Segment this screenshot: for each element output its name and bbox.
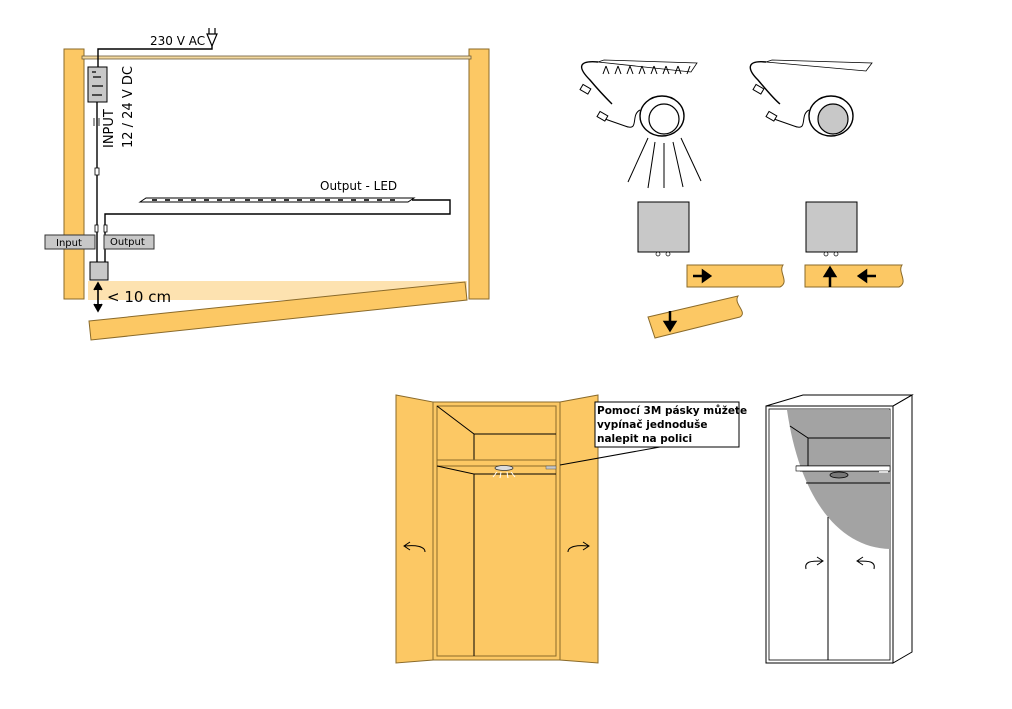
led-chips <box>152 199 395 201</box>
distance-label: < 10 cm <box>107 288 171 306</box>
puck-lens-lit <box>648 103 680 135</box>
strip-light-rays <box>602 65 691 75</box>
plug-icon <box>206 28 218 48</box>
right-door <box>559 394 599 664</box>
upper-compartment <box>436 405 556 460</box>
power-driver <box>87 66 108 103</box>
arrow-down-icon <box>662 311 678 333</box>
puck-light <box>494 465 514 471</box>
puck-light <box>829 471 849 479</box>
light-rays <box>492 471 516 479</box>
door-sensor <box>89 261 109 281</box>
open-arrow-left-icon <box>403 541 426 553</box>
mains-label: 230 V AC <box>150 34 205 48</box>
puck-cable-off <box>773 109 810 128</box>
voltage-label: 12 / 24 V DC <box>121 66 136 148</box>
wardrobe-interior <box>436 405 557 657</box>
door-sensor-on-shelf <box>545 465 557 470</box>
puck-cable <box>604 109 641 128</box>
left-cabinet-side <box>63 48 85 300</box>
closed-wardrobe <box>765 394 914 664</box>
board-tilted <box>647 295 743 339</box>
door-sensor <box>879 471 888 473</box>
cable-connector <box>94 167 100 176</box>
wardrobe-side <box>892 394 913 664</box>
input-tag <box>44 234 96 250</box>
interior-shelf-lines <box>789 425 891 484</box>
sensor-box-right <box>805 201 858 253</box>
callout-box <box>594 401 740 448</box>
callout-line-1: Pomocí 3M pásky můžete <box>597 404 747 417</box>
output-connector <box>103 224 108 233</box>
led-strip-on <box>597 59 698 73</box>
arrow-up-icon <box>822 265 838 287</box>
sensor-modes <box>579 59 904 339</box>
strip-plug <box>579 83 592 95</box>
led-output-label: Output - LED <box>320 179 397 193</box>
board-right <box>804 264 904 288</box>
open-arrow-right-icon <box>567 541 590 553</box>
puck-light-rays <box>627 137 702 189</box>
dc-symbol-icon <box>93 118 100 126</box>
input-tag-label: Input <box>56 238 82 249</box>
close-arrow-left-icon <box>856 556 875 570</box>
puck-plug <box>596 110 609 122</box>
arrow-left-icon <box>856 268 876 284</box>
right-cabinet-side <box>468 48 490 300</box>
led-strip-off <box>765 59 873 72</box>
strip-cable-off <box>749 61 781 105</box>
led-cable <box>104 199 451 225</box>
wiring-diagram: 230 V AC INPUT 12 / 24 V DC Output - LED… <box>44 28 490 341</box>
arrow-right-icon <box>693 268 713 284</box>
lower-compartment <box>436 465 556 656</box>
callout-line-2: vypínač jednoduše <box>597 419 708 431</box>
sensor-box-left <box>637 201 690 253</box>
input-vertical-label: INPUT <box>102 109 117 148</box>
strip-plug-off <box>752 83 765 95</box>
callout-line-3: nalepit na polici <box>597 433 692 445</box>
opening-door <box>88 281 468 341</box>
top-rail <box>81 55 472 60</box>
board-slide-in <box>686 264 785 288</box>
shelf <box>436 459 557 467</box>
strip-cable <box>580 61 613 105</box>
close-arrow-right-icon <box>805 556 824 570</box>
input-connector <box>94 224 99 233</box>
output-tag <box>103 234 155 250</box>
open-wardrobe: Pomocí 3M pásky můžete vypínač jednoduše… <box>395 394 747 664</box>
puck-plug-off <box>765 110 778 122</box>
left-door <box>395 394 434 664</box>
driver-markings <box>92 71 103 96</box>
puck-lens-off <box>817 103 849 135</box>
shelf <box>795 465 891 472</box>
wardrobe-top <box>765 394 914 407</box>
cutaway-interior <box>787 410 890 549</box>
output-tag-label: Output <box>110 237 145 248</box>
distance-arrow-icon <box>93 281 103 313</box>
